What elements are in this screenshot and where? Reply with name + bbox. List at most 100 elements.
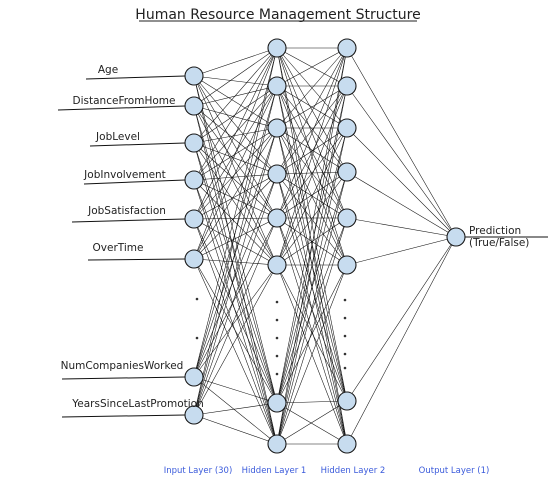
output-label-true-false: (True/False) bbox=[469, 237, 529, 249]
ellipsis-dot bbox=[195, 336, 199, 340]
feature-label-job-level: JobLevel bbox=[95, 131, 140, 143]
edge-line bbox=[193, 264, 278, 416]
edge-line bbox=[276, 400, 348, 445]
edge-line bbox=[193, 105, 278, 219]
edge-line bbox=[193, 376, 278, 445]
edge-line bbox=[276, 217, 348, 404]
edge-line bbox=[276, 85, 348, 445]
diagram-title: Human Resource Management Structure bbox=[135, 7, 420, 23]
edge-line bbox=[193, 75, 278, 175]
edge-line bbox=[276, 85, 348, 173]
hidden2-node bbox=[337, 76, 357, 96]
hidden2-node bbox=[337, 162, 357, 182]
edge-line bbox=[193, 376, 278, 404]
feature-label-years-since-last-promotion: YearsSinceLastPromotion bbox=[71, 398, 203, 410]
feature-input-line bbox=[85, 75, 186, 80]
edge-line bbox=[193, 75, 278, 445]
edge-line bbox=[193, 85, 278, 416]
layer-label-output: Output Layer (1) bbox=[419, 466, 490, 476]
hidden1-node bbox=[267, 208, 287, 228]
feature-input-line bbox=[83, 179, 186, 185]
ellipsis-dot bbox=[275, 318, 279, 322]
feature-input-line bbox=[61, 376, 186, 380]
feature-label-job-involvement: JobInvolvement bbox=[83, 169, 166, 181]
output-label-prediction: Prediction bbox=[469, 225, 521, 237]
feature-input-line bbox=[61, 414, 186, 418]
edge-line bbox=[346, 236, 457, 266]
edge-line bbox=[346, 127, 457, 238]
edge-line bbox=[276, 217, 348, 445]
connection-edges bbox=[193, 47, 457, 445]
edge-line bbox=[193, 47, 278, 107]
input-node bbox=[184, 405, 204, 425]
feature-label-age: Age bbox=[98, 64, 118, 76]
input-node bbox=[184, 367, 204, 387]
input-node bbox=[184, 133, 204, 153]
hidden2-node bbox=[337, 118, 357, 138]
hidden1-node bbox=[267, 255, 287, 275]
ellipsis-dot bbox=[343, 366, 347, 370]
edge-line bbox=[193, 258, 278, 404]
edge-line bbox=[193, 218, 278, 266]
hidden1-node bbox=[267, 164, 287, 184]
input-node bbox=[184, 209, 204, 229]
edge-line bbox=[193, 264, 278, 378]
hidden2-node bbox=[337, 208, 357, 228]
edge-line bbox=[276, 47, 348, 219]
edge-line bbox=[276, 127, 348, 219]
feature-label-num-companies-worked: NumCompaniesWorked bbox=[61, 360, 184, 372]
edge-line bbox=[276, 47, 348, 87]
edge-line bbox=[193, 47, 278, 77]
edge-line bbox=[193, 127, 278, 260]
edge-line bbox=[346, 85, 457, 238]
input-node bbox=[184, 249, 204, 269]
edge-line bbox=[193, 173, 278, 181]
edge-line bbox=[193, 217, 278, 260]
edge-line bbox=[193, 173, 278, 378]
edge-line bbox=[193, 75, 278, 219]
edge-line bbox=[193, 105, 278, 404]
edge-line bbox=[276, 85, 348, 175]
feature-input-line bbox=[87, 258, 186, 261]
edge-line bbox=[193, 217, 278, 378]
edge-line bbox=[193, 179, 278, 445]
edge-line bbox=[193, 414, 278, 445]
feature-input-line bbox=[71, 218, 186, 223]
hidden2-node bbox=[337, 38, 357, 58]
edge-line bbox=[276, 402, 348, 445]
edge-line bbox=[193, 85, 278, 260]
input-node bbox=[184, 170, 204, 190]
hidden1-node bbox=[267, 393, 287, 413]
input-node bbox=[184, 66, 204, 86]
feature-input-line bbox=[89, 142, 186, 147]
ellipsis-dot bbox=[275, 372, 279, 376]
edge-line bbox=[276, 217, 348, 402]
edge-line bbox=[193, 75, 278, 404]
edge-line bbox=[276, 171, 348, 445]
edge-line bbox=[193, 218, 278, 404]
edge-line bbox=[193, 47, 278, 220]
edge-line bbox=[193, 105, 278, 175]
edge-line bbox=[276, 47, 348, 175]
edge-line bbox=[276, 47, 348, 404]
edge-line bbox=[193, 127, 278, 144]
edge-line bbox=[193, 217, 278, 220]
edge-line bbox=[276, 85, 348, 129]
hidden2-node bbox=[337, 434, 357, 454]
edge-line bbox=[276, 171, 348, 266]
ellipsis-dot bbox=[343, 334, 347, 338]
edge-line bbox=[346, 171, 457, 238]
edge-line bbox=[193, 47, 278, 181]
edge-line bbox=[193, 173, 278, 260]
edge-line bbox=[193, 85, 278, 107]
edge-line bbox=[193, 75, 278, 129]
edge-line bbox=[276, 127, 348, 266]
edge-line bbox=[193, 142, 278, 445]
hidden1-node bbox=[267, 434, 287, 454]
edge-line bbox=[276, 47, 348, 129]
edge-line bbox=[276, 85, 348, 266]
hidden2-node bbox=[337, 255, 357, 275]
edge-line bbox=[193, 47, 278, 144]
ellipsis-dot bbox=[275, 336, 279, 340]
input-node bbox=[184, 96, 204, 116]
